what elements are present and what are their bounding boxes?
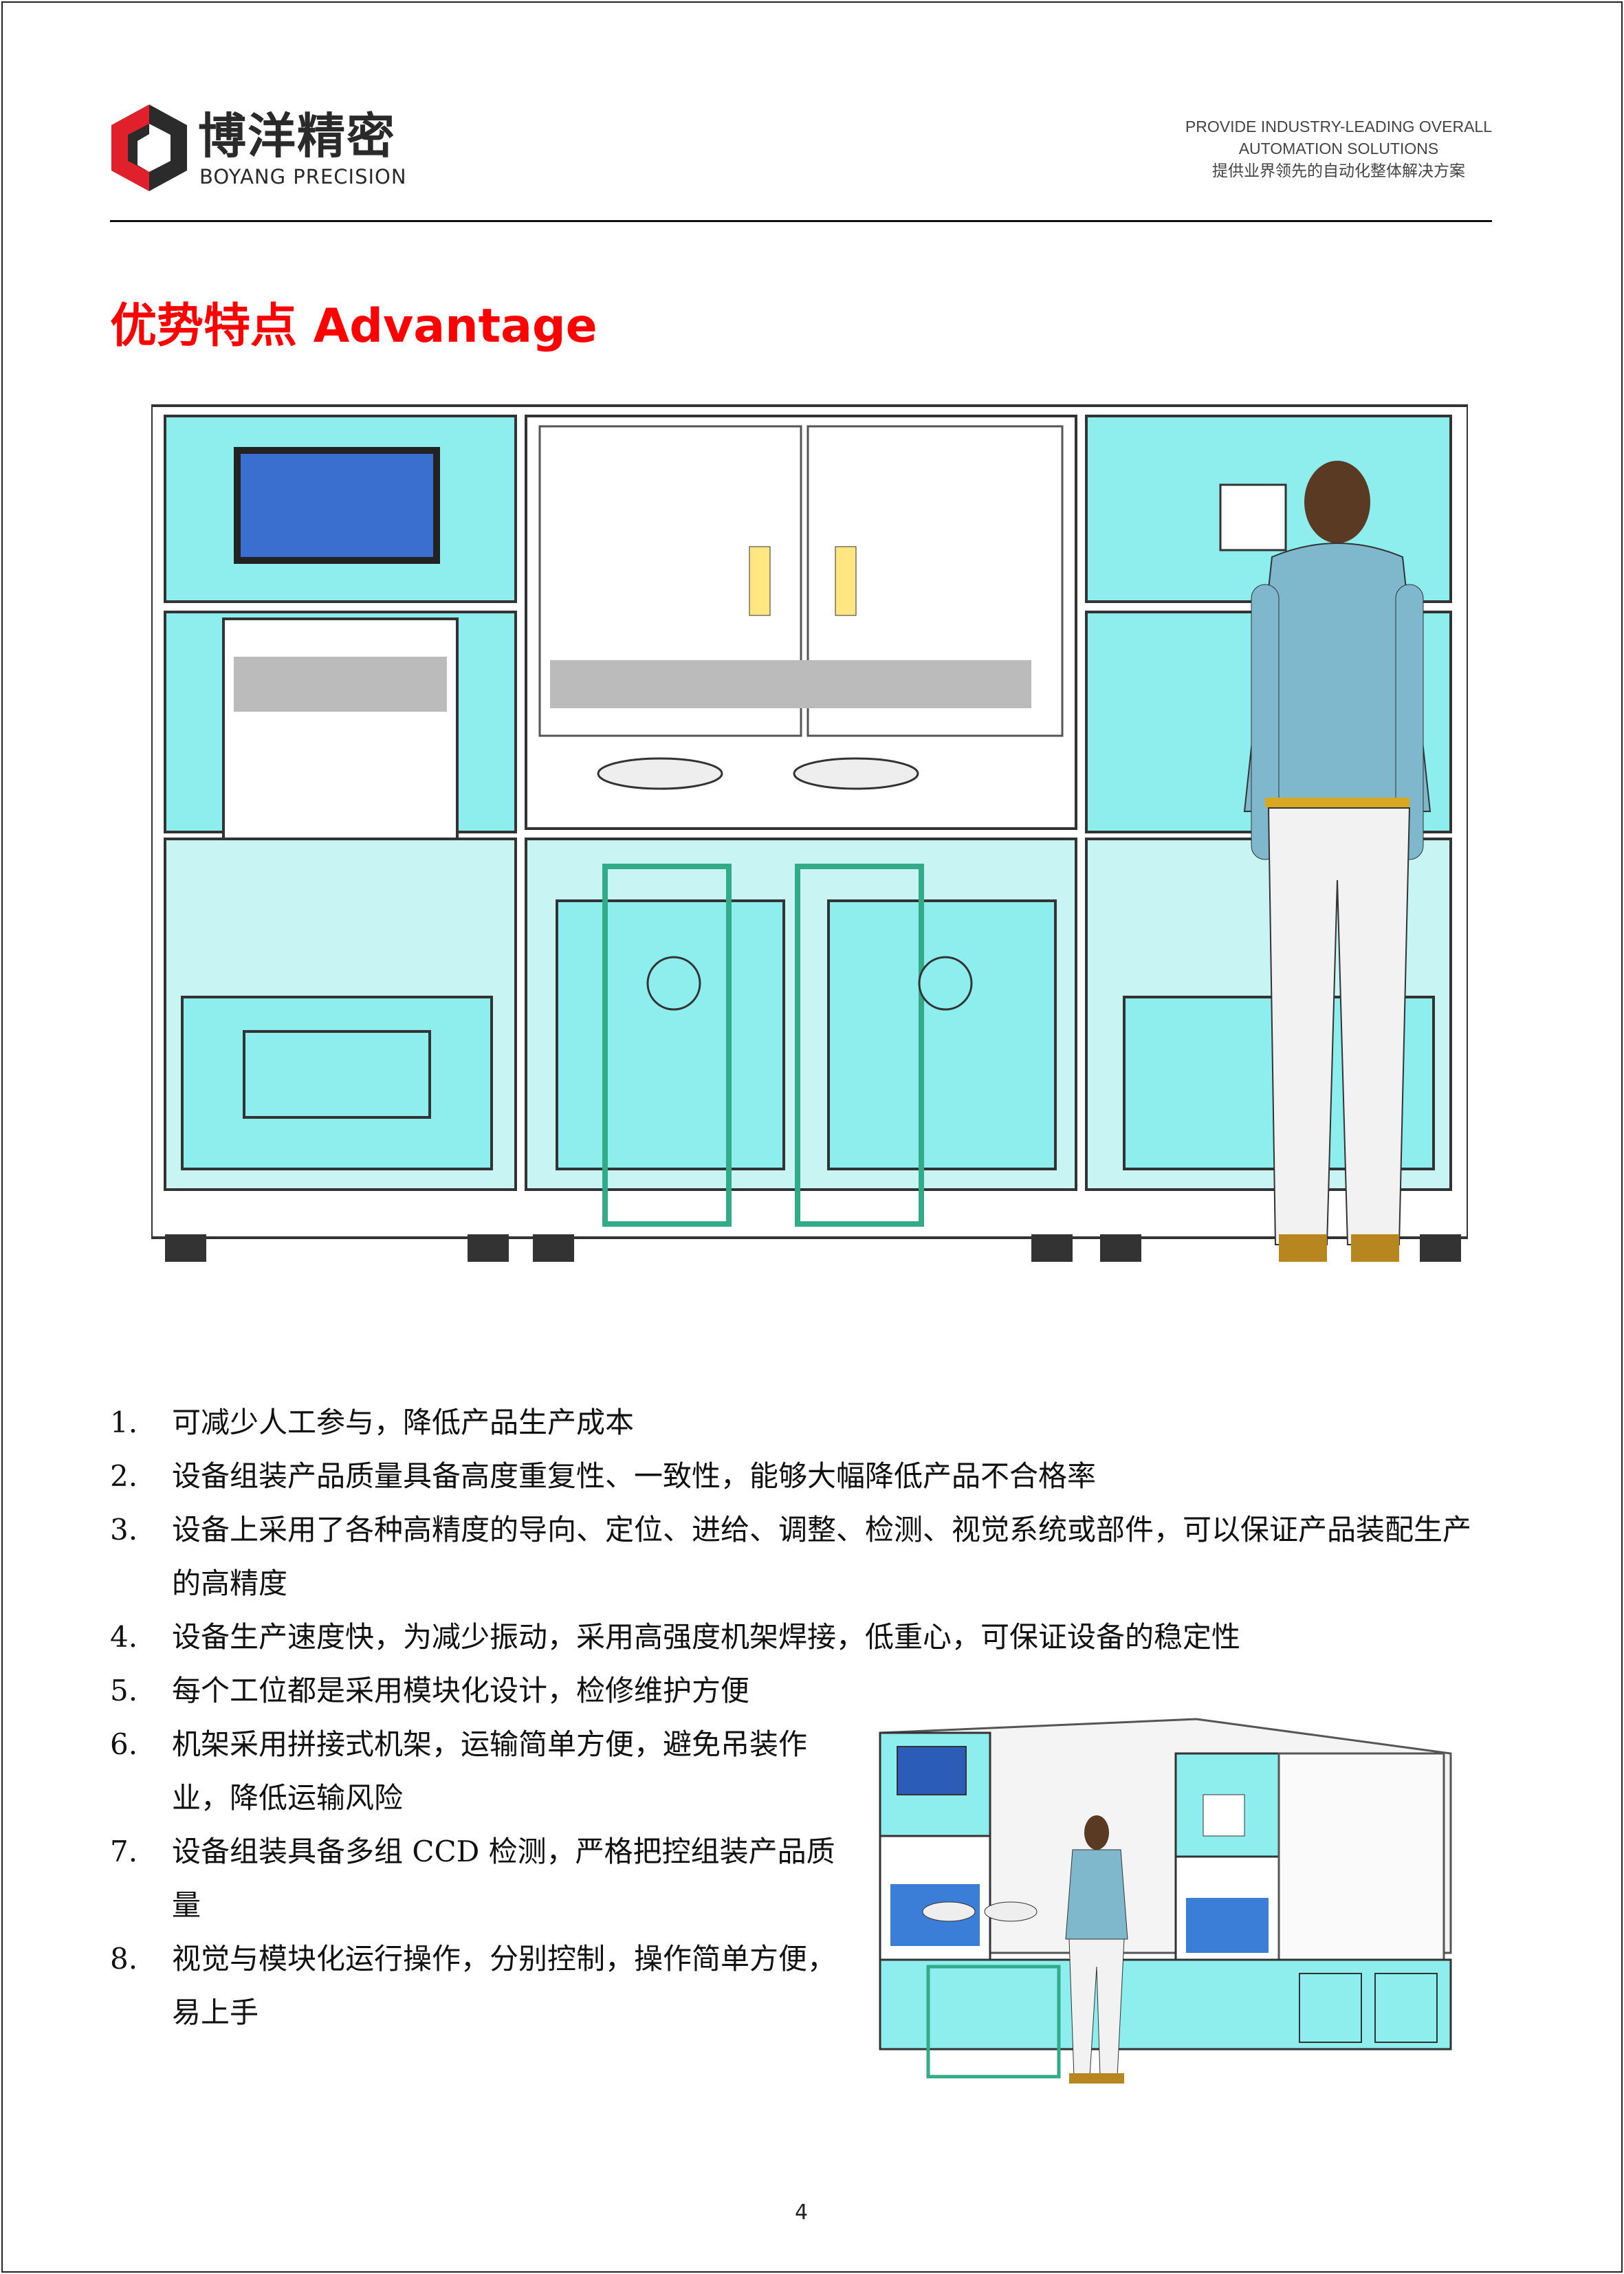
machine-front-view-image bbox=[151, 404, 1468, 1262]
list-number: 2. bbox=[110, 1459, 138, 1493]
logo-chinese-name: 博洋精密 bbox=[198, 108, 396, 164]
list-item: 5. 每个工位都是采用模块化设计，检修维护方便 bbox=[110, 1664, 1499, 1718]
list-text: 视觉与模块化运行操作，分别控制，操作简单方便，易上手 bbox=[172, 1942, 837, 2029]
logo-english-name: BOYANG PRECISION bbox=[199, 165, 407, 188]
list-item: 3. 设备上采用了各种高精度的导向、定位、进给、调整、检测、视觉系统或部件，可以保… bbox=[110, 1503, 1499, 1610]
machine-isometric-view-image bbox=[879, 1718, 1452, 2084]
list-item: 6. 机架采用拼接式机架，运输简单方便，避免吊装作业，降低运输风险 bbox=[110, 1718, 859, 1825]
list-item: 2. 设备组装产品质量具备高度重复性、一致性，能够大幅降低产品不合格率 bbox=[110, 1450, 1499, 1503]
list-text: 设备上采用了各种高精度的导向、定位、进给、调整、检测、视觉系统或部件，可以保证产… bbox=[172, 1513, 1472, 1600]
section-title: 优势特点 Advantage bbox=[110, 299, 597, 353]
list-number: 8. bbox=[110, 1942, 138, 1976]
page-number: 4 bbox=[795, 2200, 809, 2224]
list-text: 机架采用拼接式机架，运输简单方便，避免吊装作业，降低运输风险 bbox=[172, 1727, 808, 1815]
slogan-line-3: 提供业界领先的自动化整体解决方案 bbox=[1211, 162, 1465, 179]
list-text: 设备生产速度快，为减少振动，采用高强度机架焊接，低重心，可保证设备的稳定性 bbox=[172, 1620, 1241, 1654]
list-text: 设备组装产品质量具备高度重复性、一致性，能够大幅降低产品不合格率 bbox=[172, 1459, 1097, 1493]
list-text: 可减少人工参与，降低产品生产成本 bbox=[172, 1406, 635, 1439]
advantages-list: 1. 可减少人工参与，降低产品生产成本 2. 设备组装产品质量具备高度重复性、一致性… bbox=[110, 1396, 1499, 2040]
list-item: 7. 设备组装具备多组 CCD 检测，严格把控组装产品质量 bbox=[110, 1825, 859, 1932]
list-text: 设备组装具备多组 CCD 检测，严格把控组装产品质量 bbox=[172, 1835, 835, 1922]
list-item: 8. 视觉与模块化运行操作，分别控制，操作简单方便，易上手 bbox=[110, 1932, 859, 2040]
header-slogan: PROVIDE INDUSTRY-LEADING OVERALL AUTOMAT… bbox=[1185, 116, 1492, 182]
list-number: 4. bbox=[110, 1620, 138, 1654]
company-logo: 博洋精密 BOYANG PRECISION bbox=[110, 103, 426, 193]
list-number: 3. bbox=[110, 1513, 138, 1546]
list-item: 4. 设备生产速度快，为减少振动，采用高强度机架焊接，低重心，可保证设备的稳定性 bbox=[110, 1610, 1499, 1664]
slogan-line-2: AUTOMATION SOLUTIONS bbox=[1238, 140, 1439, 157]
list-item: 1. 可减少人工参与，降低产品生产成本 bbox=[110, 1396, 1499, 1450]
slogan-line-1: PROVIDE INDUSTRY-LEADING OVERALL bbox=[1185, 118, 1492, 135]
logo-hexagon-icon bbox=[111, 105, 187, 191]
list-number: 7. bbox=[110, 1835, 138, 1868]
header-divider bbox=[110, 220, 1492, 222]
list-number: 1. bbox=[110, 1406, 138, 1439]
list-number: 5. bbox=[110, 1674, 138, 1707]
list-text: 每个工位都是采用模块化设计，检修维护方便 bbox=[172, 1674, 750, 1707]
list-number: 6. bbox=[110, 1727, 138, 1761]
